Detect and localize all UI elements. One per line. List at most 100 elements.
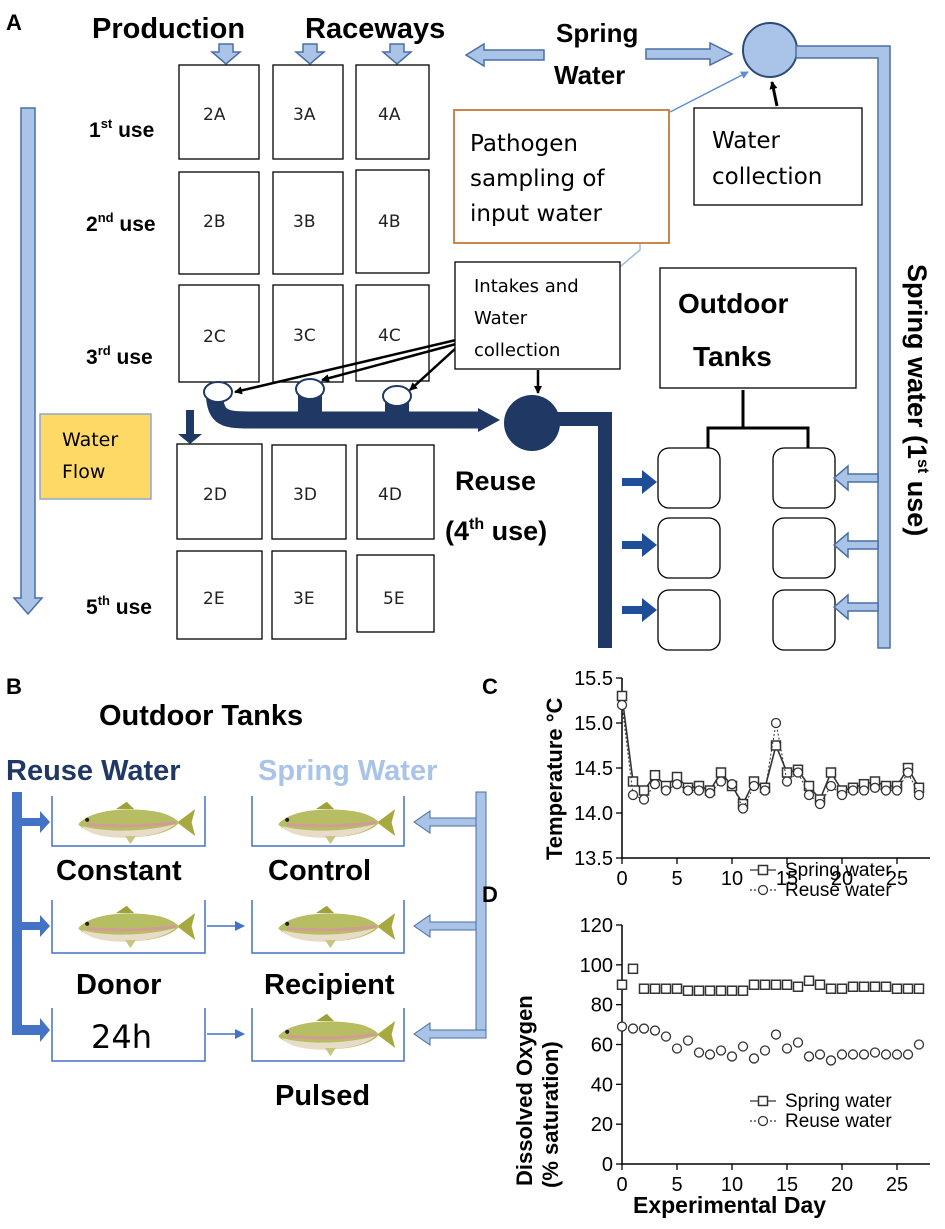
control-label: Control (268, 855, 371, 887)
do-axis-label-a: Dissolved Oxygen (512, 995, 537, 1186)
raceway-4b (355, 169, 430, 274)
spring-water-point (781, 979, 793, 990)
use-5-sup: th (98, 593, 110, 608)
reuse-water-point (781, 1043, 793, 1054)
reuse-water-point (770, 717, 782, 729)
y-tick-label: 15.0 (574, 713, 613, 735)
collection-line-2: collection (712, 164, 822, 190)
raceway-5e (356, 554, 435, 633)
spring-water-point (858, 981, 870, 992)
reuse-water-point (836, 789, 848, 801)
use-1-num: 1 (89, 119, 101, 142)
reuse-water-point (649, 779, 661, 790)
donor-label: Donor (76, 969, 161, 1001)
reuse-water-point (792, 1037, 804, 1048)
reuse-to-24h-arrow (12, 1018, 50, 1042)
spring-water-point (737, 985, 749, 996)
x-tick-label: 0 (616, 868, 627, 890)
reuse-water-point (616, 1021, 628, 1032)
spring-to-pulsed-arrow (413, 1022, 487, 1046)
reuse-water-point (880, 785, 892, 796)
x-tick-label: 0 (616, 1174, 627, 1196)
y-tick-label: 120 (580, 915, 613, 937)
spring-water-point (825, 983, 837, 994)
spring-water-point (616, 979, 628, 990)
reuse-water-point (693, 785, 705, 796)
use-2-sup: nd (98, 210, 114, 225)
spring-source-circle (742, 22, 798, 78)
spring-water-point (671, 983, 683, 994)
reuse-water-point (858, 785, 870, 796)
tank-donor (51, 900, 206, 954)
recipient-label: Recipient (264, 969, 395, 1001)
fish-icon-control (276, 800, 397, 845)
spring-water-point (847, 981, 859, 992)
spring-water-point (891, 983, 903, 994)
cell-4d: 4D (378, 485, 402, 505)
spring-water-point (759, 979, 771, 990)
reuse-water-point (847, 785, 859, 796)
fish-icon-recipient (276, 904, 397, 949)
panel-label-c: C (482, 674, 498, 699)
temp-axis-label-text: Temperature °C (542, 697, 567, 860)
tank-24h (51, 1008, 206, 1062)
spring-to-recipient-arrow (413, 914, 477, 938)
y-tick-label: 13.5 (574, 848, 613, 870)
x-tick-label: 10 (721, 868, 743, 890)
use-5-word: use (110, 596, 152, 619)
panel-b-tanks (51, 796, 405, 1062)
use-3-num: 3 (86, 346, 98, 369)
reuse-water-point (869, 1047, 881, 1058)
tank-recipient (251, 900, 405, 954)
panel-label-b: B (6, 674, 22, 699)
use-2-word: use (114, 213, 156, 236)
reuse-water-point (825, 1055, 837, 1066)
spring-water-point (748, 979, 760, 990)
panel-label-a: A (6, 10, 22, 35)
spring-left-arrow (464, 42, 545, 68)
spring-water-point (836, 983, 848, 994)
x-tick-label: 20 (831, 868, 853, 890)
spring-water-point (715, 985, 727, 996)
tank-r1-left (657, 447, 721, 509)
x-tick-label: 25 (886, 868, 908, 890)
use-labels: 1st use 2nd use 3rd use 5th use (86, 116, 156, 619)
reuse-water-point (726, 779, 738, 790)
spring-water-point (902, 983, 914, 994)
raceway-2d (176, 443, 263, 540)
outdoor-tanks-line-2: Tanks (693, 341, 772, 372)
fish-icon-pulsed (276, 1012, 397, 1057)
spring-water-point (803, 975, 815, 987)
raceway-3b (272, 171, 344, 275)
tank-r1-right (772, 447, 836, 509)
reuse-water-point (891, 1049, 903, 1060)
reuse-water-point (715, 1045, 727, 1056)
spring-supply-line (475, 791, 487, 1033)
water-flow-box (39, 413, 152, 500)
spring-water-point (814, 979, 826, 990)
reuse-water-heading: Reuse Water (6, 755, 181, 787)
spring-water-point (770, 979, 782, 990)
reuse-water-point (847, 1049, 859, 1060)
reuse-water-point (759, 785, 771, 796)
reuse-supply-line (12, 792, 22, 1035)
spring-water-point (649, 769, 661, 781)
reuse-water-point (891, 785, 903, 796)
y-tick-label: 14.5 (574, 758, 613, 780)
spring-water-point (616, 690, 628, 702)
use-label-2: 2nd use (86, 210, 156, 236)
y-tick-label: 20 (591, 1114, 613, 1136)
water-flow-line-1: Water (62, 429, 118, 451)
reuse-water-point (715, 776, 727, 787)
reuse-water-point (638, 794, 650, 805)
raceway-grid (176, 64, 435, 640)
spring-water-point (638, 983, 650, 994)
panel-label-d: D (482, 882, 498, 907)
spring-vertical-sup: st (914, 459, 931, 474)
use-3-sup: rd (98, 343, 111, 358)
spring-water-point (682, 985, 694, 996)
